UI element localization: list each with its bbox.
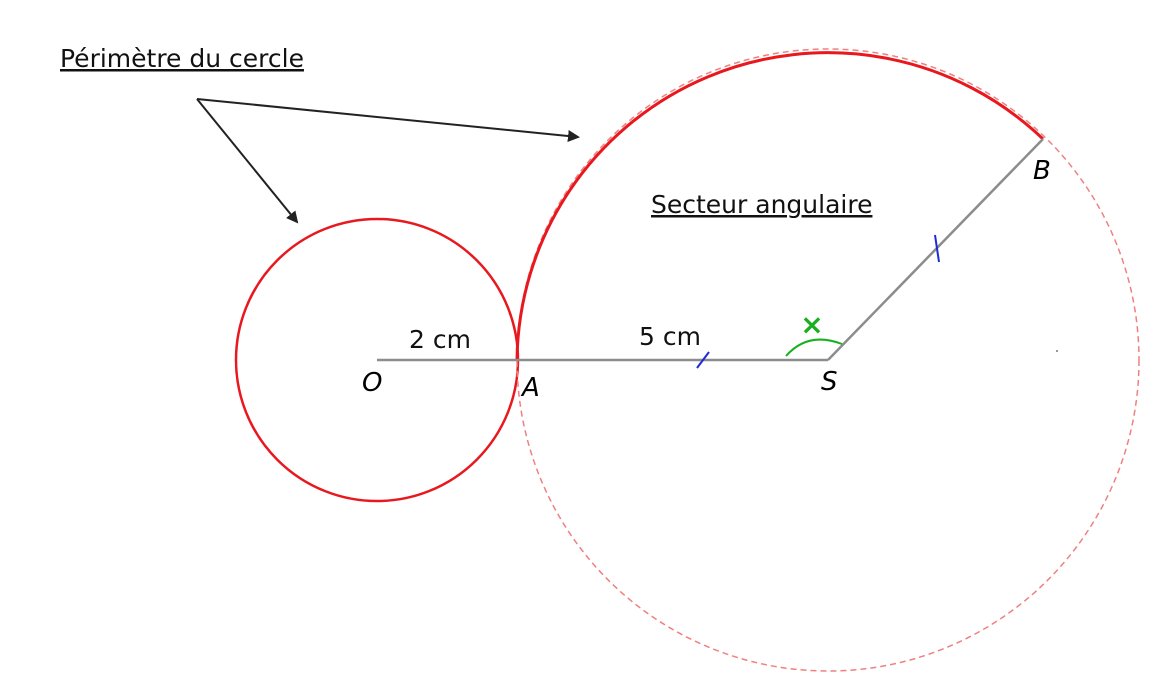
perimeter-title: Périmètre du cercle: [60, 44, 304, 73]
point-label-b: B: [1033, 156, 1051, 186]
sector-title: Secteur angulaire: [651, 190, 872, 219]
large-circle-dashed: [516, 48, 1140, 672]
sector-arc: [515, 51, 1045, 361]
point-label-s: S: [821, 367, 838, 397]
point-label-a: A: [520, 373, 540, 403]
point-label-o: O: [362, 368, 382, 398]
angle-arc: [785, 338, 843, 357]
dim-label-large: 5 cm: [639, 322, 701, 351]
arrow-to-large-arc: [196, 98, 580, 142]
stray-dot: [1056, 350, 1058, 352]
tick-mark-sb: [934, 234, 940, 263]
arrow-to-small-circle: [196, 98, 299, 224]
segment-sb: [827, 138, 1044, 361]
dim-label-small: 2 cm: [409, 325, 471, 354]
angle-mark: ×: [800, 308, 823, 341]
tick-mark-as: [696, 351, 710, 369]
